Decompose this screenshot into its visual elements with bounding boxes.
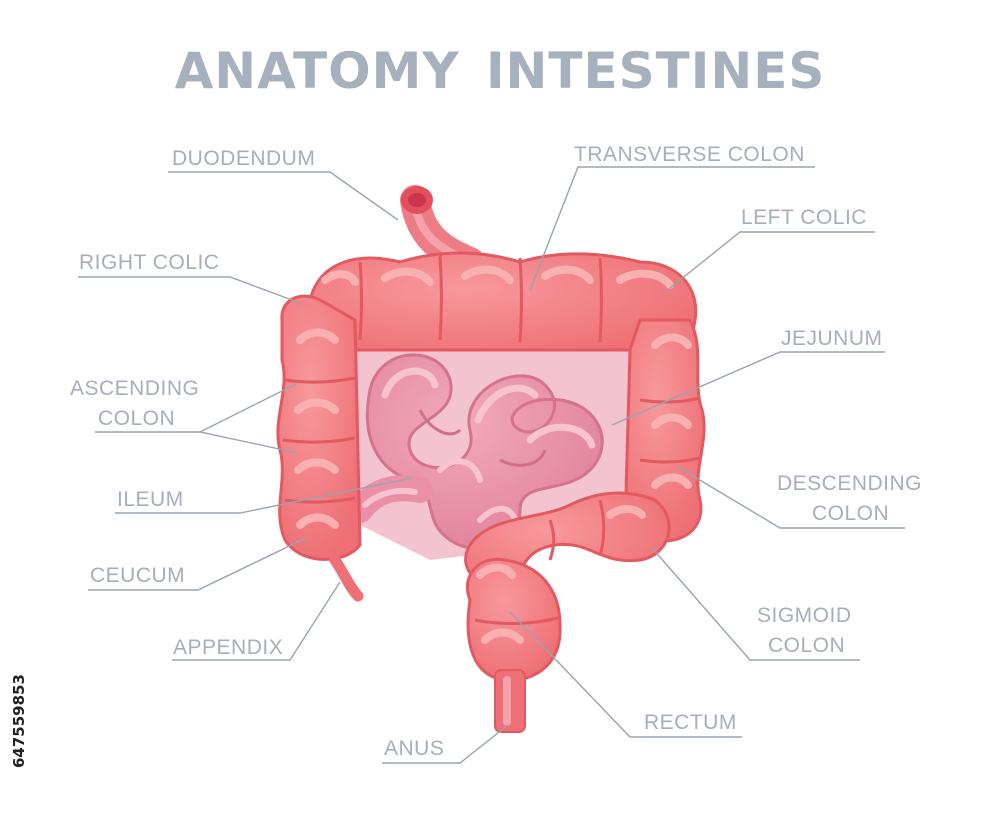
label-jejunum: JEJUNUM: [781, 327, 883, 350]
label-anus: ANUS: [384, 737, 444, 760]
leader-jejunum: [611, 351, 885, 426]
leader-right-colic: [78, 276, 301, 304]
leader-anus: [382, 724, 509, 764]
label-ascending-colon-line2: COLON: [98, 407, 175, 430]
leader-ascending-colon-2: [199, 382, 299, 433]
leader-transverse-colon: [529, 166, 815, 291]
label-sigmoid-colon-line1: SIGMOID: [757, 604, 852, 627]
label-sigmoid-colon-line2: COLON: [768, 634, 845, 657]
leader-ascending-colon: [95, 431, 299, 454]
leader-left-colic: [664, 231, 875, 293]
label-right-colic: RIGHT COLIC: [79, 251, 219, 274]
duodenum-shape: [400, 185, 485, 277]
intestines-illustration: [276, 185, 706, 733]
label-appendix: APPENDIX: [173, 636, 283, 659]
small-intestine-shape: [347, 353, 604, 551]
label-ileum: ILEUM: [117, 488, 184, 511]
leader-sigmoid-colon: [651, 547, 860, 661]
label-descending-colon-line2: COLON: [812, 502, 889, 525]
leader-duodendum: [168, 171, 399, 221]
colon-shape: [276, 251, 706, 733]
label-left-colic: LEFT COLIC: [741, 206, 867, 229]
labels: DUODENDUM TRANSVERSE COLON LEFT COLIC RI…: [70, 143, 922, 760]
diagram-title: ANATOMY INTESTINES: [174, 42, 826, 100]
label-ascending-colon-line1: ASCENDING: [70, 377, 199, 400]
leader-ceucum: [88, 537, 307, 591]
leader-descending-colon: [677, 466, 905, 529]
leader-appendix: [172, 581, 341, 661]
stock-watermark-id: 647559853: [10, 674, 28, 768]
watermark-number: 647559853: [10, 674, 28, 768]
label-ceucum: CEUCUM: [90, 564, 185, 587]
leader-rectum: [509, 611, 742, 738]
label-transverse-colon: TRANSVERSE COLON: [574, 143, 805, 166]
leader-ileum: [115, 477, 413, 514]
label-descending-colon-line1: DESCENDING: [777, 472, 922, 495]
label-rectum: RECTUM: [644, 711, 737, 734]
label-duodendum: DUODENDUM: [172, 147, 315, 170]
leader-lines: [78, 166, 905, 764]
